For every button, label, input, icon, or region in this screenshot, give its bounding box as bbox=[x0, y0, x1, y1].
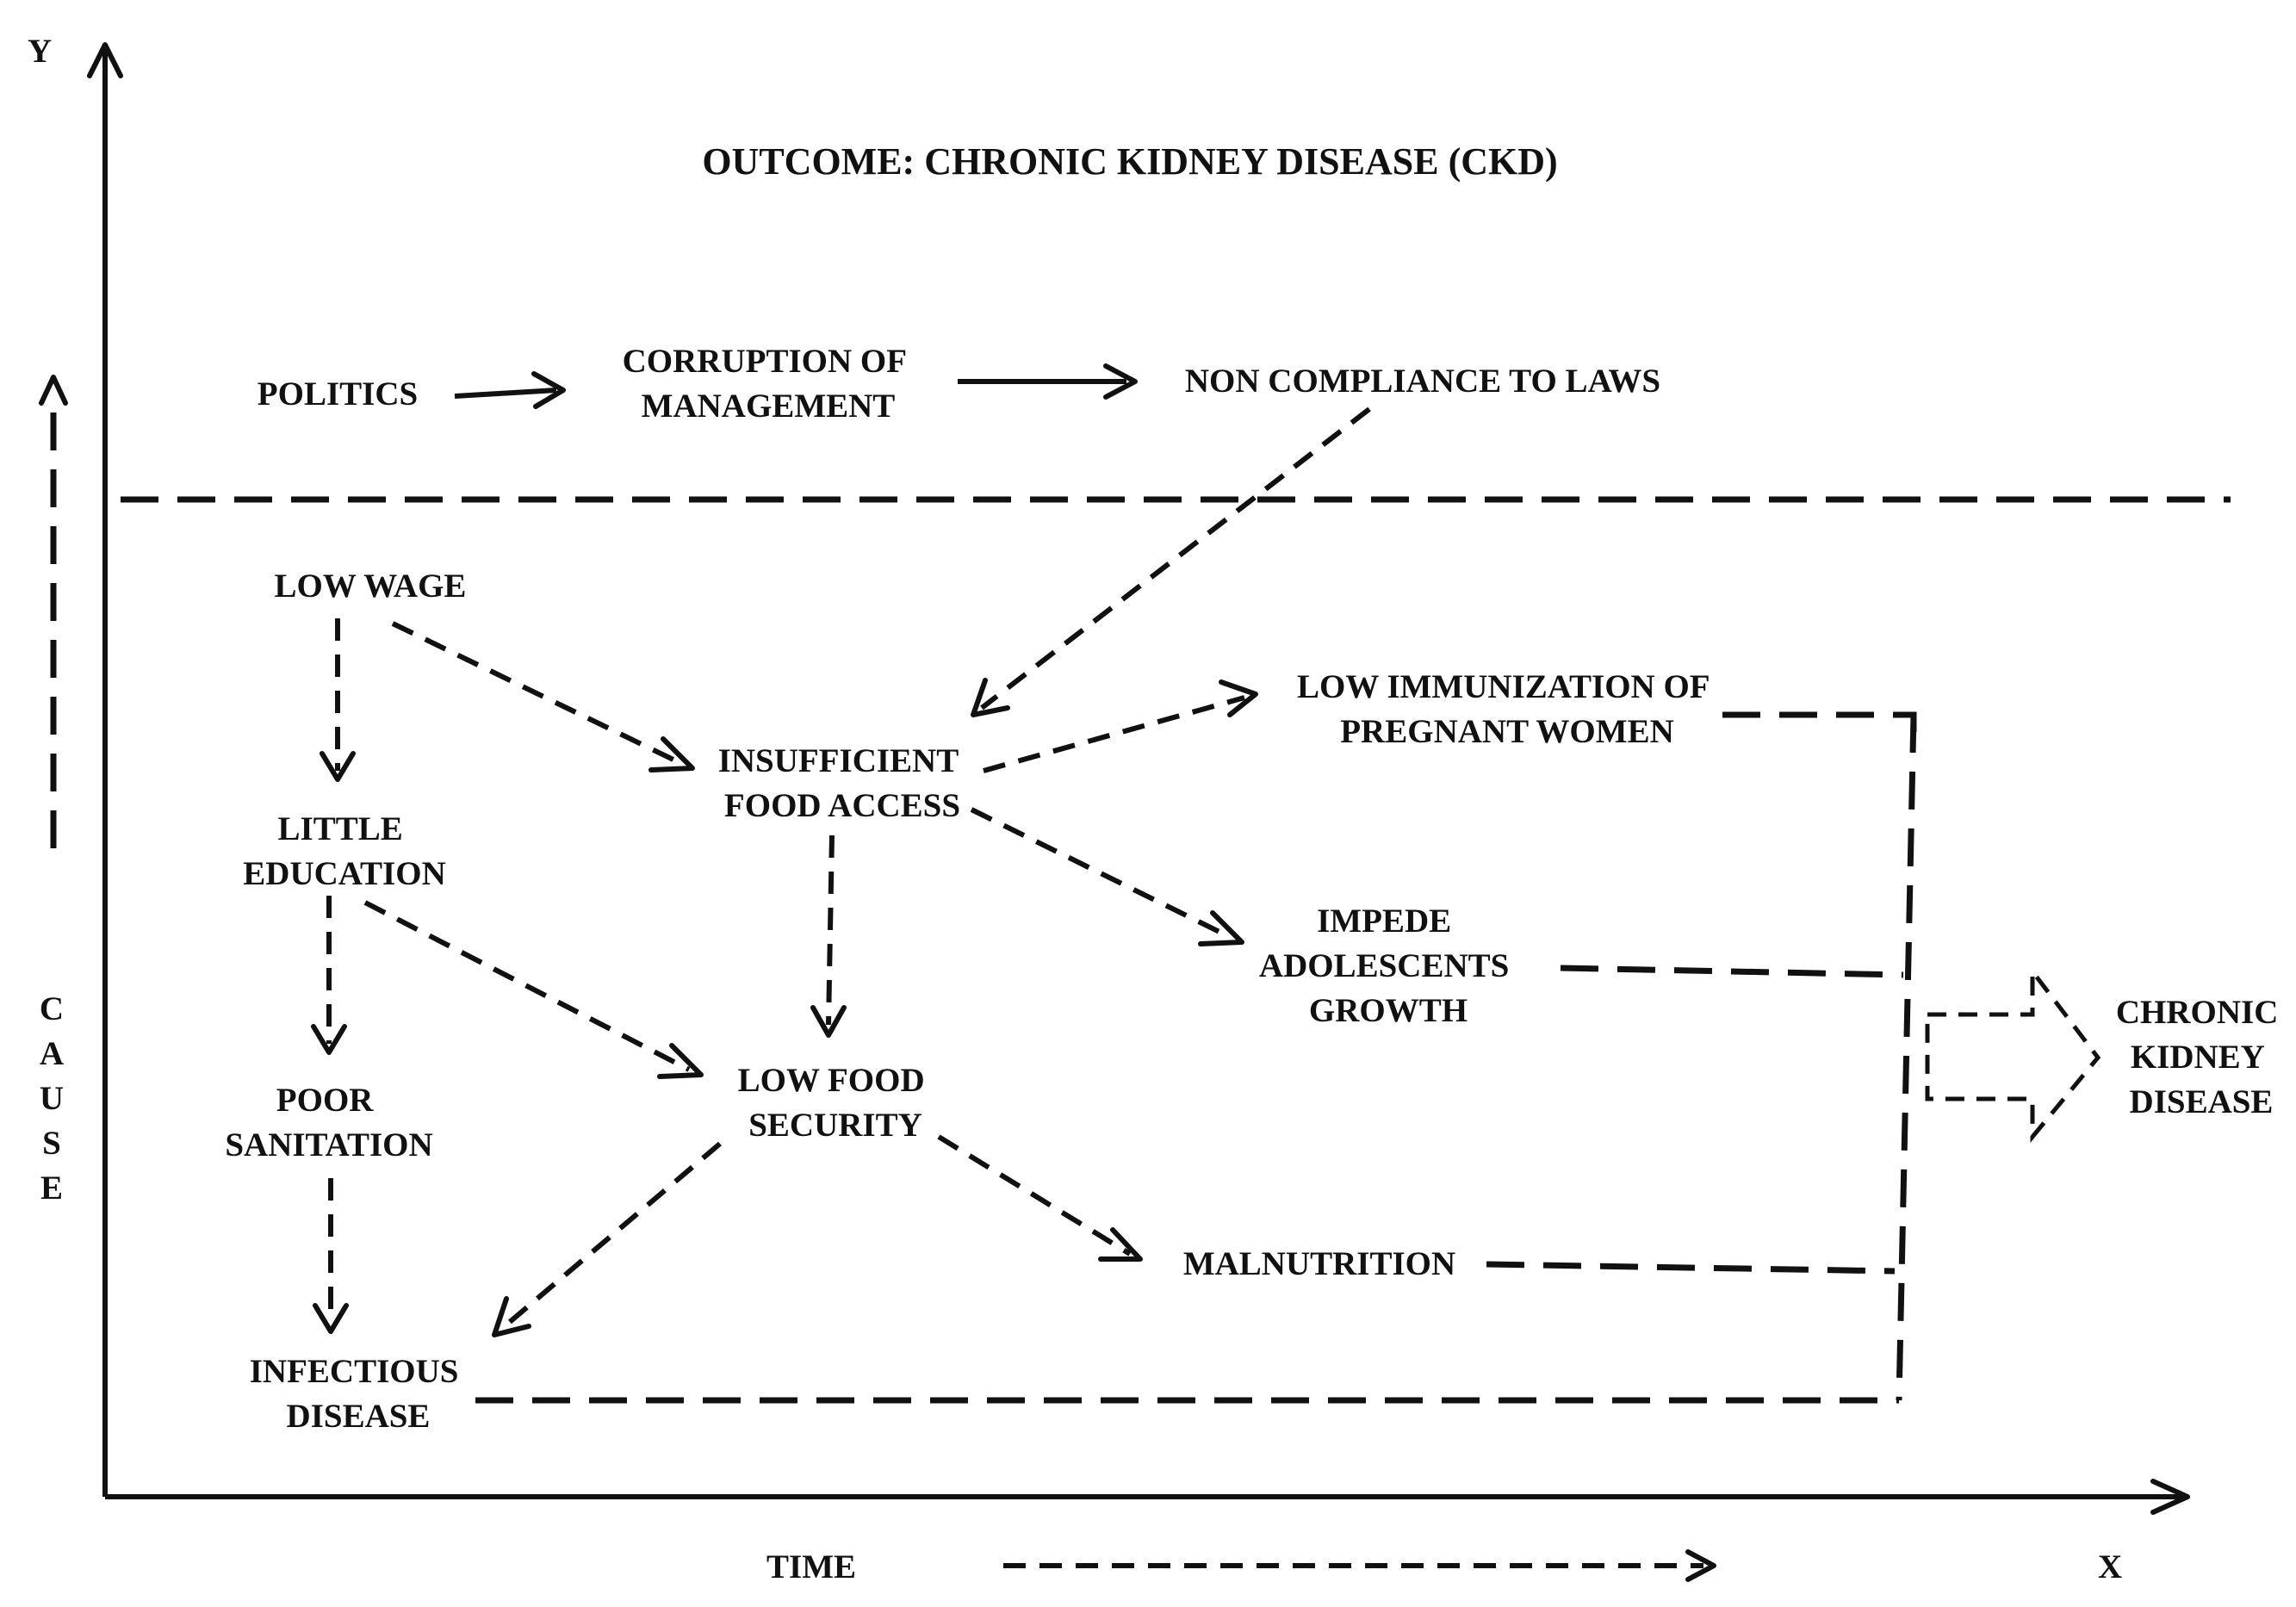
time-arrowhead bbox=[1685, 1549, 1716, 1582]
node-malnutrition: MALNUTRITION bbox=[1183, 1245, 1455, 1282]
node-line: GROWTH bbox=[1309, 992, 1468, 1029]
arrowhead bbox=[320, 751, 356, 782]
node-line: SANITATION bbox=[225, 1126, 432, 1163]
cause-letter: A bbox=[40, 1035, 64, 1072]
arrowhead bbox=[1103, 363, 1138, 400]
node-line: LOW IMMUNIZATION OF bbox=[1297, 668, 1709, 705]
node-line: EDUCATION bbox=[243, 855, 445, 892]
arrowhead bbox=[531, 371, 566, 409]
y-axis-arrowhead bbox=[87, 42, 123, 78]
solid-arrows bbox=[454, 363, 1138, 409]
node-line: MALNUTRITION bbox=[1183, 1245, 1455, 1282]
node-line: INSUFFICIENT bbox=[718, 742, 959, 779]
arrowhead bbox=[1198, 910, 1244, 946]
node-low-food-security: LOW FOOD SECURITY bbox=[738, 1062, 934, 1144]
axes bbox=[87, 42, 2190, 1515]
node-corruption-of-management: CORRUPTION OF MANAGEMENT bbox=[623, 343, 915, 425]
arrowhead bbox=[648, 736, 695, 772]
node-line: DISEASE bbox=[287, 1398, 431, 1435]
arrowhead bbox=[1219, 679, 1258, 717]
arrowhead bbox=[1098, 1227, 1143, 1262]
arrow-insufficient-food-to-lowfood-security bbox=[826, 835, 835, 1026]
arrow-lowwage-to-insufficient-food bbox=[391, 621, 682, 766]
node-line: LITTLE bbox=[278, 810, 403, 847]
arrowhead bbox=[313, 1303, 349, 1334]
outcome-block-arrow bbox=[1925, 965, 2101, 1143]
arrow-lowfood-to-infectious bbox=[503, 1141, 722, 1329]
node-non-compliance: NON COMPLIANCE TO LAWS bbox=[1185, 363, 1660, 400]
node-line: LOW WAGE bbox=[275, 568, 467, 605]
node-line: LOW FOOD bbox=[738, 1062, 925, 1099]
connector-immunization bbox=[1722, 711, 1917, 748]
node-line: DISEASE bbox=[2130, 1083, 2274, 1120]
arrowhead bbox=[311, 1024, 347, 1055]
arrow-insufficient-food-to-growth bbox=[970, 807, 1232, 940]
node-line: MANAGEMENT bbox=[642, 388, 896, 425]
node-line: ADOLESCENTS bbox=[1259, 947, 1509, 984]
collector-lines bbox=[475, 711, 1917, 1404]
vertical-collector bbox=[1896, 714, 1917, 1401]
arrowhead bbox=[971, 678, 1010, 717]
node-line: FOOD ACCESS bbox=[724, 787, 960, 824]
arrowhead bbox=[492, 1296, 531, 1337]
x-axis-arrowhead bbox=[2150, 1479, 2190, 1515]
node-line: SECURITY bbox=[748, 1107, 922, 1144]
connector-growth bbox=[1560, 965, 1904, 978]
cause-label: C A U S E bbox=[40, 990, 64, 1207]
node-line: POLITICS bbox=[258, 375, 418, 413]
node-politics: POLITICS bbox=[258, 375, 418, 413]
node-low-immunization: LOW IMMUNIZATION OF PREGNANT WOMEN bbox=[1297, 668, 1717, 750]
node-poor-sanitation: POOR SANITATION bbox=[225, 1082, 432, 1163]
node-line: POOR bbox=[276, 1082, 374, 1119]
node-line: PREGNANT WOMEN bbox=[1340, 713, 1674, 750]
node-infectious-disease: INFECTIOUS DISEASE bbox=[250, 1353, 467, 1435]
node-line: CORRUPTION OF bbox=[623, 343, 906, 380]
node-line: CHRONIC bbox=[2116, 994, 2279, 1031]
node-impede-adolescents-growth: IMPEDE ADOLESCENTS GROWTH bbox=[1259, 903, 1517, 1029]
y-axis-label: Y bbox=[28, 33, 52, 70]
x-axis-label: X bbox=[2098, 1548, 2122, 1585]
node-line: INFECTIOUS bbox=[250, 1353, 459, 1390]
cause-letter: S bbox=[42, 1125, 61, 1162]
cause-letter: U bbox=[40, 1080, 64, 1117]
arrow-insufficient-food-to-immunization bbox=[983, 695, 1245, 773]
arrow-noncompliance-to-insufficient-food bbox=[980, 406, 1371, 710]
node-insufficient-food-access: INSUFFICIENT FOOD ACCESS bbox=[718, 742, 967, 824]
node-line: IMPEDE bbox=[1317, 903, 1451, 940]
arrow-politics-to-corruption bbox=[454, 388, 557, 399]
diagram-title: OUTCOME: CHRONIC KIDNEY DISEASE (CKD) bbox=[702, 140, 1557, 183]
node-little-education: LITTLE EDUCATION bbox=[243, 810, 445, 892]
node-line: NON COMPLIANCE TO LAWS bbox=[1185, 363, 1660, 400]
cause-letter: C bbox=[40, 990, 64, 1027]
cause-letter: E bbox=[40, 1170, 63, 1207]
node-low-wage: LOW WAGE bbox=[275, 568, 467, 605]
connector-malnutrition bbox=[1486, 1261, 1896, 1275]
time-label: TIME bbox=[766, 1548, 856, 1585]
node-line: KIDNEY bbox=[2131, 1039, 2265, 1076]
arrow-education-to-lowfood-security bbox=[363, 900, 691, 1072]
cause-arrowhead bbox=[39, 375, 68, 406]
arrowhead bbox=[810, 1005, 847, 1038]
arrow-lowfood-to-malnutrition bbox=[937, 1134, 1132, 1256]
arrowhead bbox=[657, 1043, 704, 1079]
node-chronic-kidney-disease: CHRONIC KIDNEY DISEASE bbox=[2116, 994, 2287, 1120]
dashed-arrows bbox=[311, 406, 1371, 1337]
